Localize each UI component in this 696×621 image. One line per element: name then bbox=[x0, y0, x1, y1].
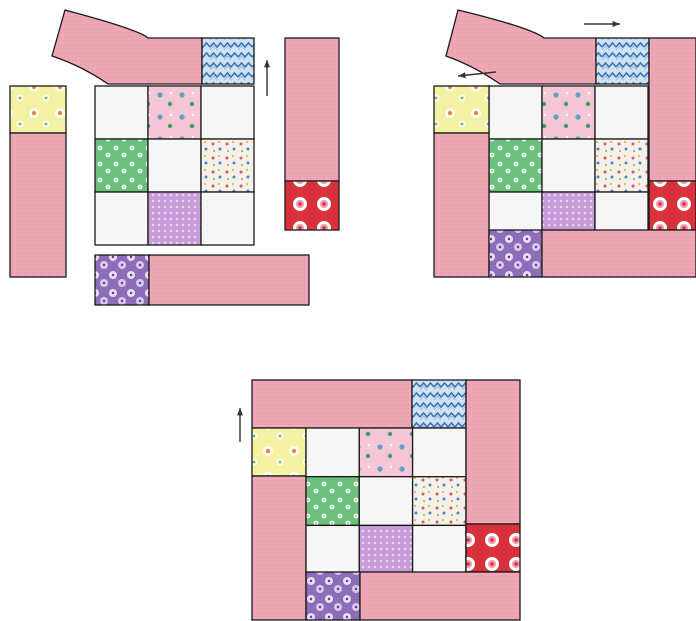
bottom-pink-strip bbox=[360, 572, 520, 620]
left-pink-strip bbox=[434, 133, 489, 277]
nine-patch-square bbox=[148, 192, 201, 245]
yellow-floral-square bbox=[434, 86, 489, 133]
nine-patch-square bbox=[359, 525, 412, 574]
nine-patch-square bbox=[595, 139, 648, 192]
nine-patch-square bbox=[201, 139, 254, 192]
nine-patch-square bbox=[306, 477, 359, 526]
right-arrow-head bbox=[613, 21, 620, 27]
nine-patch-square bbox=[306, 525, 359, 574]
nine-patch-square bbox=[542, 139, 595, 192]
step-2-strips-attached bbox=[434, 10, 696, 277]
up-arrow-head bbox=[264, 60, 270, 67]
nine-patch-square bbox=[359, 428, 412, 477]
top-strip-lifted bbox=[52, 10, 202, 84]
blue-chevron-square bbox=[412, 380, 466, 428]
nine-patch-square bbox=[306, 428, 359, 477]
nine-patch-square bbox=[489, 139, 542, 192]
nine-patch-square bbox=[201, 192, 254, 245]
nine-patch-square bbox=[595, 86, 648, 139]
blue-chevron-square bbox=[202, 38, 254, 84]
red-ring-square bbox=[285, 181, 339, 230]
yellow-floral-square bbox=[10, 86, 66, 133]
nine-patch-square bbox=[413, 428, 466, 477]
nine-patch-square bbox=[95, 86, 148, 139]
nine-patch-square bbox=[413, 477, 466, 526]
right-pink-strip bbox=[285, 38, 339, 181]
red-ring-square bbox=[649, 181, 696, 230]
step-1-separated-strips bbox=[10, 10, 339, 305]
purple-floral-square bbox=[489, 230, 542, 277]
left-pink-strip bbox=[252, 476, 306, 620]
nine-patch-square bbox=[148, 139, 201, 192]
red-ring-square bbox=[466, 524, 520, 572]
purple-floral-square bbox=[306, 572, 360, 620]
top-strip-lifted bbox=[446, 10, 596, 84]
up-arrow-head bbox=[237, 408, 243, 415]
step-3-finished-block bbox=[237, 380, 520, 620]
nine-patch-square bbox=[95, 139, 148, 192]
purple-floral-square bbox=[95, 255, 149, 305]
nine-patch-square bbox=[148, 86, 201, 139]
nine-patch-square bbox=[359, 477, 412, 526]
nine-patch-square bbox=[542, 86, 595, 139]
bottom-pink-strip bbox=[542, 230, 696, 277]
nine-patch-square bbox=[95, 192, 148, 245]
top-pink-strip bbox=[252, 380, 412, 428]
yellow-floral-square bbox=[252, 428, 306, 476]
nine-patch-square bbox=[201, 86, 254, 139]
nine-patch-square bbox=[413, 525, 466, 574]
nine-patch-square bbox=[489, 86, 542, 139]
right-pink-strip bbox=[649, 38, 696, 181]
right-pink-strip bbox=[466, 380, 520, 524]
left-pink-strip bbox=[10, 133, 66, 277]
blue-chevron-square bbox=[596, 38, 649, 84]
bottom-pink-strip bbox=[149, 255, 309, 305]
